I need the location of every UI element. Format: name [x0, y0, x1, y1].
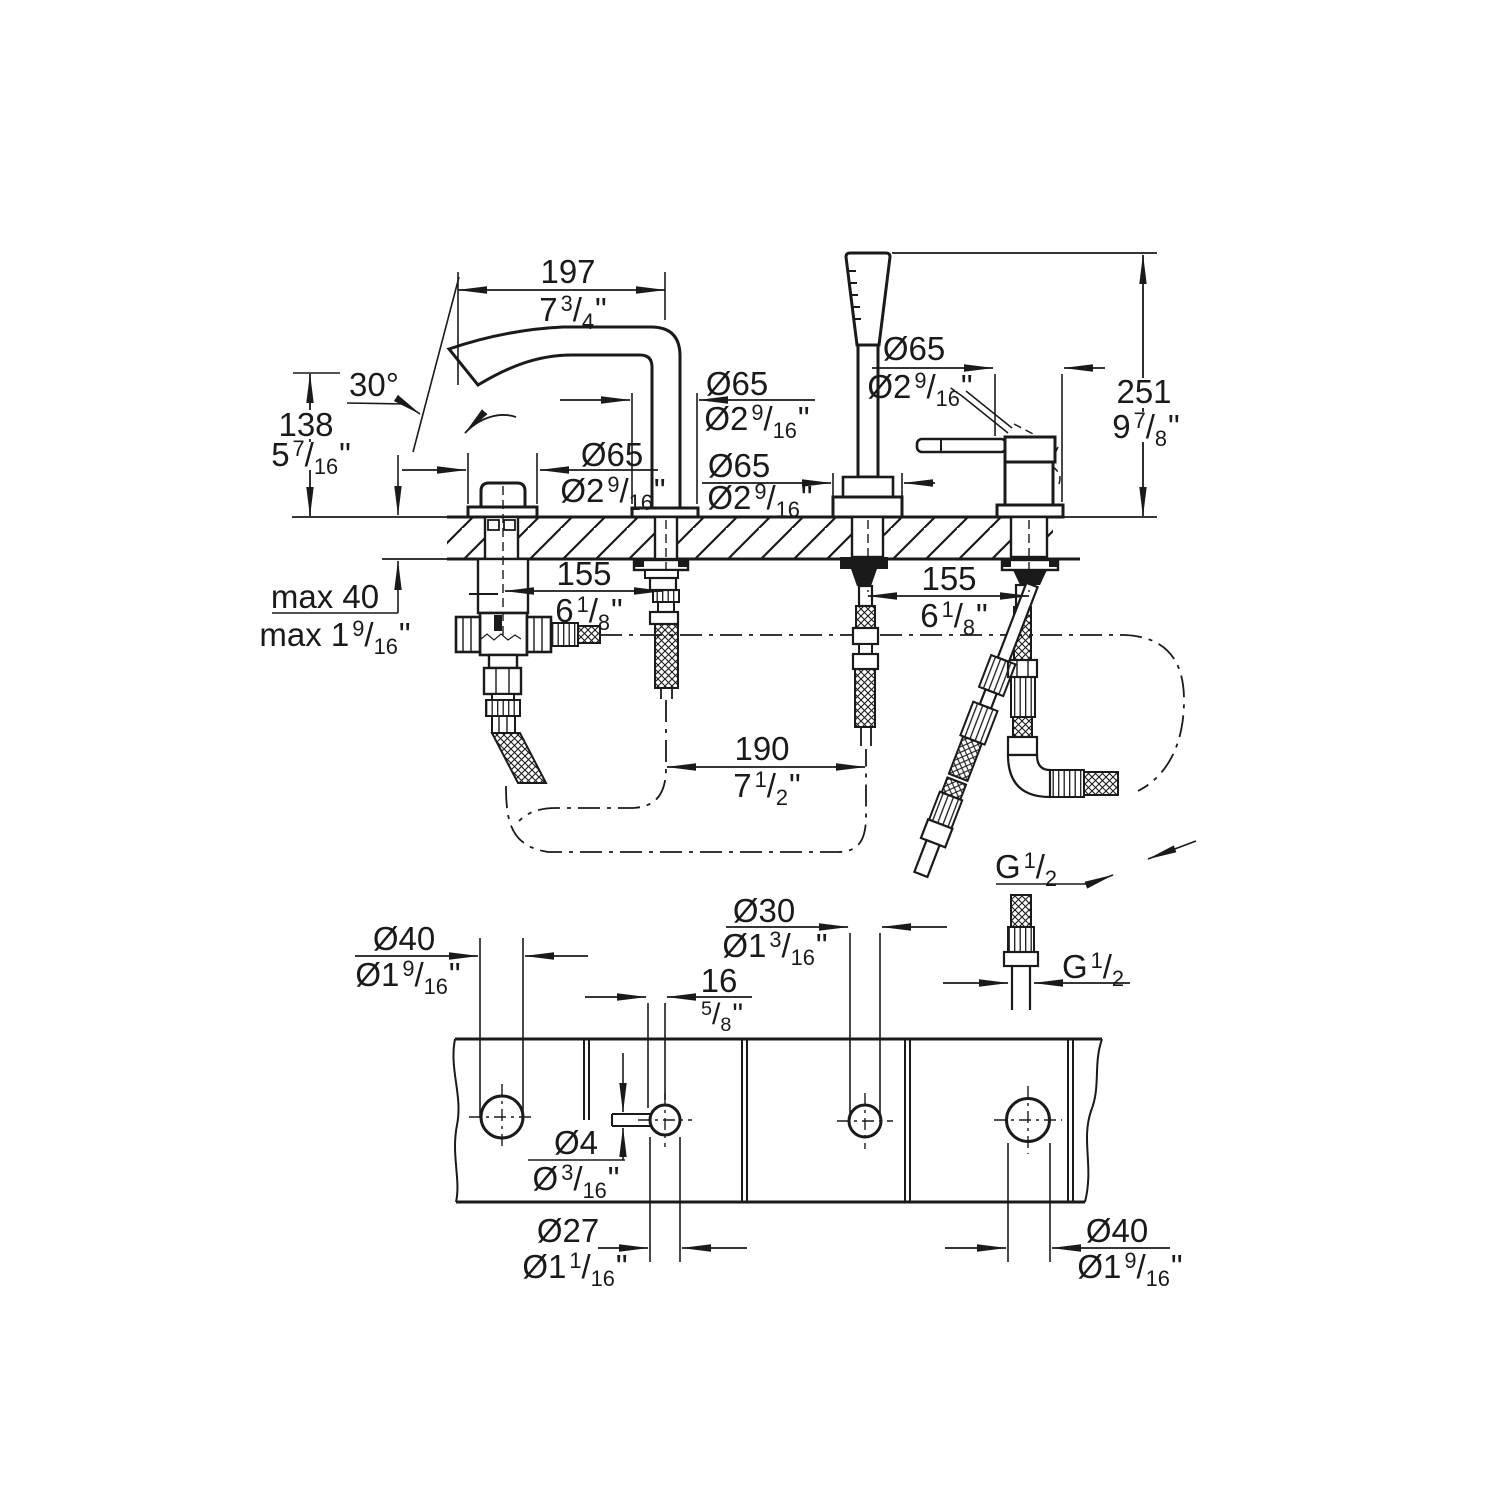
deck-holes: [469, 1084, 1062, 1154]
lever-hose-right: [912, 581, 1040, 879]
pin-slot: [611, 1113, 650, 1127]
deck-cross-section: [292, 515, 1157, 561]
hose-loop-outer: [505, 749, 867, 853]
label-spout-angle: 30°: [349, 366, 399, 403]
shower-escutcheon: [831, 495, 904, 519]
hose-loop-inner: [518, 700, 667, 822]
hand-shower-head: [844, 251, 892, 347]
label-hole1-mm: Ø40: [373, 920, 435, 957]
label-overall-height-mm: 251: [1116, 373, 1171, 410]
valve-braided-hose: [490, 732, 548, 784]
label-hole3-mm: Ø30: [733, 892, 795, 929]
label-hole2-mm: Ø27: [537, 1212, 599, 1249]
label-deck-thickness-mm: max 40: [271, 578, 379, 615]
label-esc2-mm: Ø65: [706, 365, 768, 402]
dim-spout-angle: 30°: [346, 276, 517, 453]
side-view: 197 73/4" 30° 138 57/16" Ø65 Ø29/16": [259, 251, 1197, 891]
label-esc3-mm: Ø65: [708, 447, 770, 484]
label-esc1-mm: Ø65: [581, 436, 643, 473]
shower-hose: [854, 668, 876, 728]
spout-handle-assembly: [454, 481, 601, 784]
spout-assembly: [446, 325, 700, 699]
label-spout-reach-mm: 197: [540, 253, 595, 290]
label-pin-offset-mm: 16: [701, 962, 738, 999]
side-port-braid: [577, 625, 601, 644]
label-spout-height-mm: 138: [278, 406, 333, 443]
spray-face-marks: [849, 270, 861, 320]
label-spacing-left-mm: 155: [556, 555, 611, 592]
lever-handle: [915, 437, 1008, 454]
hand-shower-assembly: [831, 251, 1157, 746]
flow-arrow: [464, 409, 517, 434]
spout: [446, 325, 682, 508]
label-esc4-mm: Ø65: [883, 330, 945, 367]
label-hose-loop-mm: 190: [734, 730, 789, 767]
label-pin-offset-inch: 5/8": [701, 998, 743, 1036]
label-pin-hole-mm: Ø4: [554, 1124, 598, 1161]
lever-escutcheon: [995, 503, 1065, 519]
dim-pin-offset: 16 5/8": [585, 962, 752, 1108]
shower-mounting-nut: [840, 557, 888, 569]
tee-valve-right-nut: [525, 615, 553, 654]
valve-hex: [482, 666, 523, 696]
break-line-left: [452, 1038, 460, 1203]
shower-holder: [841, 475, 895, 499]
lever-body: [1003, 460, 1055, 507]
hand-shower-handle: [856, 343, 880, 479]
spout-supply-hose: [654, 623, 679, 689]
break-line-right: [1084, 1038, 1103, 1203]
label-hole4-mm: Ø40: [1086, 1212, 1148, 1249]
hose-centerline: [600, 634, 1185, 792]
hole-centerlines: [469, 1084, 1062, 1154]
lever-cartridge: [1003, 435, 1057, 464]
mixer-lever-assembly: [912, 385, 1119, 879]
label-spacing-right-mm: 155: [921, 560, 976, 597]
tee-valve-left-nut: [454, 615, 482, 654]
shower-hose-end: [1002, 894, 1040, 1010]
deck-hatching: [447, 517, 1053, 559]
deck-seams: [583, 1040, 1074, 1201]
